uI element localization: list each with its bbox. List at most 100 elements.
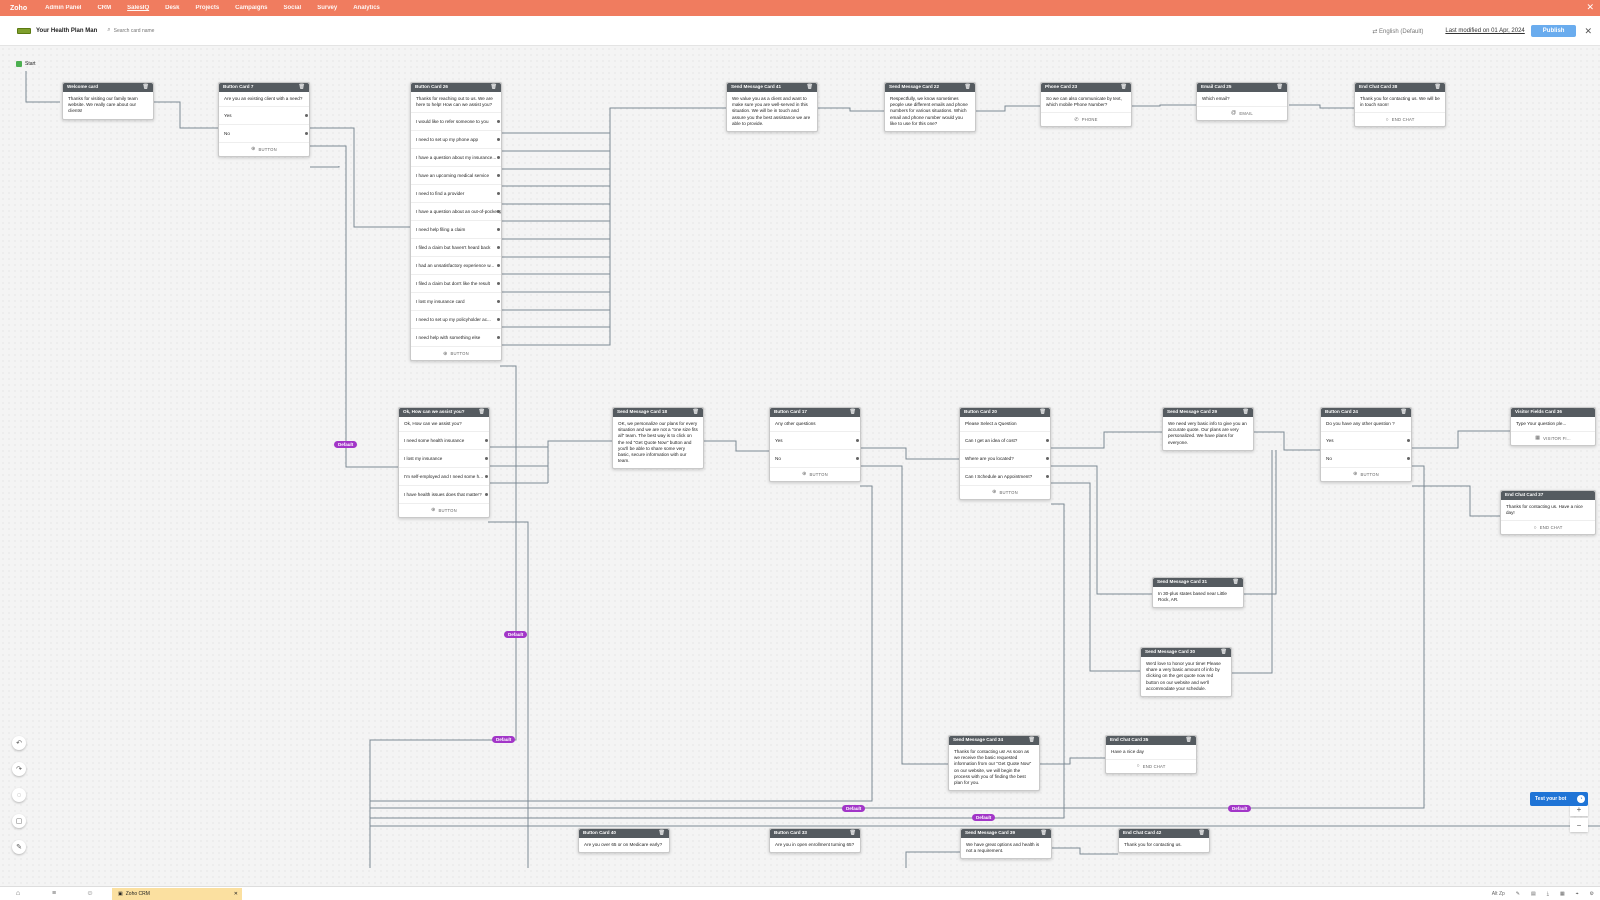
notes-icon[interactable]: ✎ [1515,890,1520,897]
default-route-badge[interactable]: Default [334,441,358,448]
button-card-33[interactable]: Button Card 33🗑 Are you in open enrollme… [769,828,861,854]
trash-icon[interactable]: 🗑 [1276,84,1283,91]
last-modified-link[interactable]: Last modified on 01 Apr, 2024 [1445,28,1525,34]
button-card-20[interactable]: Button Card 20🗑 Please Select a Question… [959,407,1051,501]
document-icon[interactable]: ▤ [1531,890,1536,897]
trash-icon[interactable]: 🗑 [849,409,856,416]
redo-icon[interactable]: ↷ [12,762,26,776]
pin-icon[interactable]: ✎ [12,840,26,854]
end-chat-card-42[interactable]: End Chat Card 42🗑 Thank you for contacti… [1118,828,1210,854]
card-option[interactable]: I need help with something else [411,328,501,346]
card-option[interactable]: I have health issues does that matter? [399,485,489,503]
trash-icon[interactable]: 🗑 [1400,409,1407,416]
publish-button[interactable]: Publish [1530,25,1577,37]
trash-icon[interactable]: 🗑 [298,84,305,91]
settings-icon[interactable]: ⚙ [1589,890,1594,897]
comment-icon[interactable]: ▢ [12,814,26,828]
tag-icon[interactable]: ⌖ [1575,890,1579,897]
flow-canvas[interactable]: Start Welcome card🗑 Thanks for visiting … [0,46,1600,886]
end-chat-card-37[interactable]: End Chat Card 37 Thanks for contacting u… [1500,490,1596,536]
card-option[interactable]: I need to find a provider [411,184,501,202]
send-message-card-29[interactable]: Send Message Card 29🗑 We need very basic… [1162,407,1254,451]
user-icon[interactable]: ☺ [86,890,94,897]
card-option[interactable]: Yes [219,106,309,124]
card-option[interactable]: I have a question about an out-of-pocket… [411,202,501,220]
nav-salesiq[interactable]: SalesIQ [127,5,150,11]
card-option[interactable]: I need to set up my policyholder ac... [411,310,501,328]
card-option[interactable]: Where are you located? [960,449,1050,467]
trash-icon[interactable]: 🗑 [658,830,665,837]
trash-icon[interactable]: 🗑 [1040,830,1047,837]
card-option[interactable]: I would like to refer someone to you [411,112,501,130]
reset-view-icon[interactable]: ◌ [12,788,26,802]
brand-logo[interactable]: Zoho [10,4,28,12]
end-chat-card-35[interactable]: End Chat Card 35🗑 Have a nice day ○END C… [1105,735,1197,775]
card-option[interactable]: No [1321,449,1411,467]
zoom-out-button[interactable]: − [1570,818,1588,832]
end-chat-card-38[interactable]: End Chat Card 38🗑 Thank you for contacti… [1354,82,1446,128]
nav-survey[interactable]: Survey [317,5,338,11]
default-route-badge[interactable]: Default [1228,805,1252,812]
button-card-40[interactable]: Button Card 40🗑 Are you over 65 or on Me… [578,828,670,854]
test-bot-button[interactable]: Test your bot◔ [1530,792,1588,806]
nav-projects[interactable]: Projects [195,5,220,11]
default-route-badge[interactable]: Default [972,814,996,821]
nav-campaigns[interactable]: Campaigns [235,5,268,11]
card-option[interactable]: Yes [1321,431,1411,449]
card-option[interactable]: No [770,449,860,467]
default-route-badge[interactable]: Default [842,805,866,812]
default-route-badge[interactable]: Default [504,631,528,638]
trash-icon[interactable]: 🗑 [1198,830,1205,837]
send-message-card-39[interactable]: Send Message Card 39🗑 We have great opti… [960,828,1052,860]
card-option[interactable]: No [219,124,309,142]
button-card-24[interactable]: Button Card 24🗑 Do you have any other qu… [1320,407,1412,483]
trash-icon[interactable]: 🗑 [692,409,699,416]
trash-icon[interactable]: 🗑 [1434,84,1441,91]
card-option[interactable]: I had an unsatisfactory experience w... [411,256,501,274]
trash-icon[interactable]: 🗑 [1028,737,1035,744]
nav-desk[interactable]: Desk [165,5,180,11]
default-route-badge[interactable]: Default [492,736,516,743]
trash-icon[interactable]: 🗑 [849,830,856,837]
card-option[interactable]: I need some health insurance [399,431,489,449]
trash-icon[interactable]: 🗑 [478,409,485,416]
nav-admin-panel[interactable]: Admin Panel [45,5,82,11]
send-message-card-22[interactable]: Send Message Card 22🗑 Respectfully, we k… [884,82,976,132]
send-message-card-41[interactable]: Send Message Card 41🗑 We value you as a … [726,82,818,132]
button-card-17[interactable]: Button Card 17🗑 Any other questions Yes … [769,407,861,483]
send-message-card-18[interactable]: Send Message Card 18🗑 OK, we personalize… [612,407,704,470]
trash-icon[interactable]: 🗑 [1120,84,1127,91]
undo-icon[interactable]: ↶ [12,736,26,750]
card-option[interactable]: I'm self-employed and I need some h... [399,467,489,485]
send-message-card-34[interactable]: Send Message Card 34🗑 Thanks for contact… [948,735,1040,792]
trash-icon[interactable]: 🗑 [1185,737,1192,744]
search-input[interactable] [113,27,214,34]
send-message-card-30[interactable]: Send Message Card 30🗑 We'd love to honor… [1140,647,1232,697]
trash-icon[interactable]: 🗑 [1242,409,1249,416]
card-option[interactable]: Yes [770,431,860,449]
download-icon[interactable]: ⤓ [1546,890,1549,897]
nav-crm[interactable]: CRM [97,5,112,11]
trash-icon[interactable]: 🗑 [1232,579,1239,586]
calendar-icon[interactable]: ▦ [1559,890,1565,897]
card-option[interactable]: I lost my insurance [399,449,489,467]
close-icon[interactable]: ✕ [1586,2,1594,12]
close-icon[interactable]: ✕ [1584,25,1592,36]
card-option[interactable]: I filed a claim but haven't heard back [411,238,501,256]
card-option[interactable]: I need help filing a claim [411,220,501,238]
nav-social[interactable]: Social [283,5,302,11]
button-card-assist[interactable]: Ok, How can we assist you?🗑 Ok, How can … [398,407,490,519]
phone-card-23[interactable]: Phone Card 23🗑 So we can also communicat… [1040,82,1132,128]
button-card-26[interactable]: Button Card 26🗑 Thanks for reaching out … [410,82,502,362]
card-option[interactable]: I need to set up my phone app [411,130,501,148]
email-card-25[interactable]: Email Card 25🗑 Which email? @EMAIL [1196,82,1288,122]
card-option[interactable]: I lost my insurance card [411,292,501,310]
layers-icon[interactable]: ≡ [51,890,57,897]
card-option[interactable]: I filed a claim but don't like the resul… [411,274,501,292]
welcome-card[interactable]: Welcome card🗑 Thanks for visiting our fa… [62,82,154,120]
start-node[interactable]: Start [16,61,36,67]
language-selector[interactable]: ⇄ English (Default) [1372,28,1424,35]
button-card-7[interactable]: Button Card 7🗑 Are you an existing clien… [218,82,310,158]
home-icon[interactable]: ⌂ [15,890,21,897]
card-option[interactable]: Can I Schedule an Appointment? [960,467,1050,485]
